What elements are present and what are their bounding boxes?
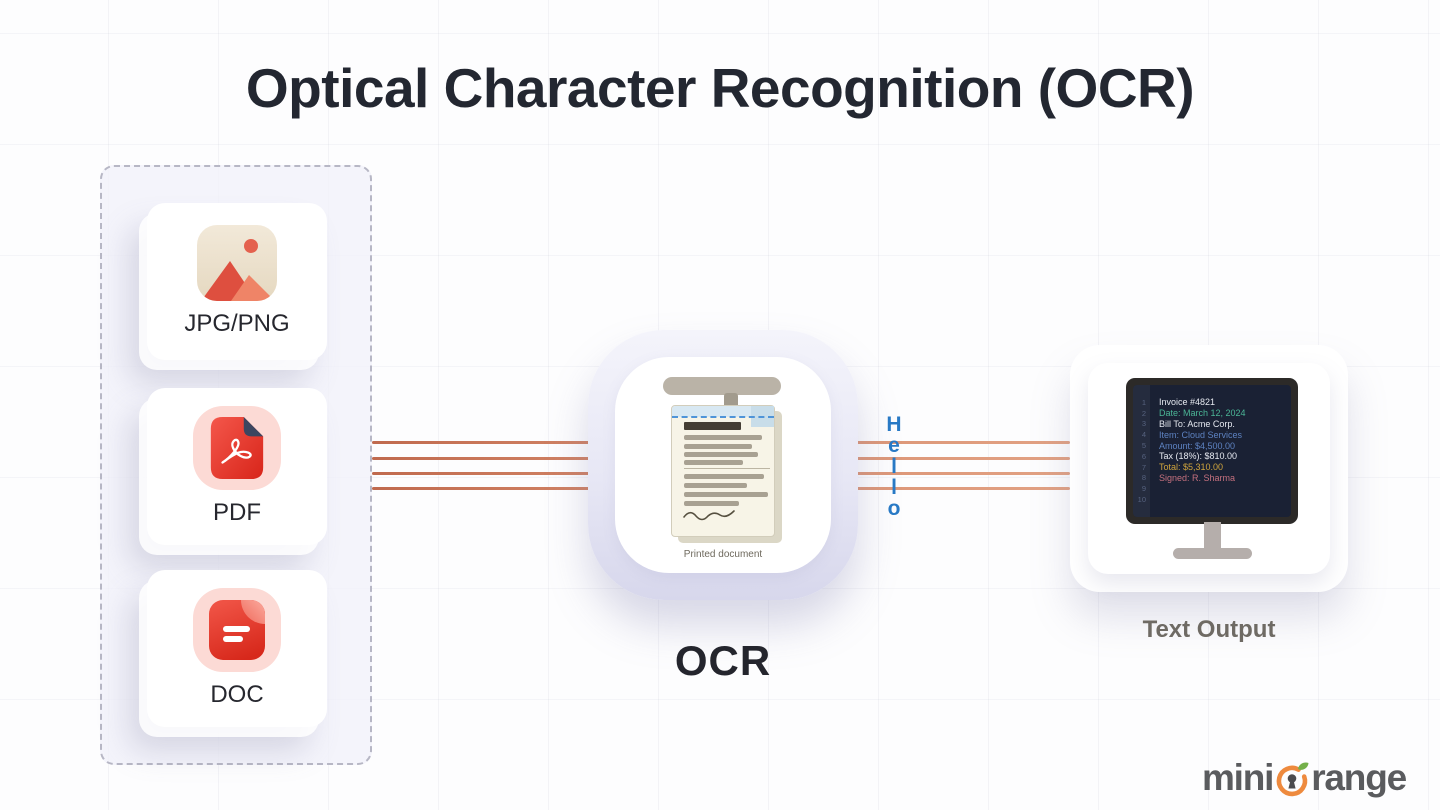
doc-file-icon: [193, 588, 281, 672]
screen-line: 10: [1137, 495, 1146, 505]
screen-line: 9: [1141, 484, 1146, 494]
brand-prefix: mini: [1201, 756, 1274, 798]
ocr-label: OCR: [674, 637, 772, 684]
input-card-jpg-png: JPG/PNG: [147, 203, 327, 360]
monitor-stand-base: [1173, 548, 1252, 559]
brand-suffix: range: [1311, 756, 1407, 798]
image-mountains-glyph: [201, 239, 275, 301]
page-title: Optical Character Recognition (OCR): [245, 57, 1195, 119]
flow-letter: e: [888, 434, 900, 457]
flow-letter: H: [886, 413, 902, 436]
input-card-pdf: PDF: [147, 388, 327, 545]
ocr-node: Printed document: [588, 330, 858, 600]
image-file-icon: [197, 225, 277, 301]
printed-document-caption: Printed document: [683, 549, 763, 560]
miniorange-keyhole-icon: [1276, 762, 1309, 797]
pdf-file-icon: [193, 406, 281, 490]
scanner-clamp-bar: [663, 377, 781, 395]
input-card-label: PDF: [213, 499, 261, 526]
signature-squiggle: [683, 510, 735, 521]
pdf-acrobat-glyph: [210, 417, 264, 479]
printed-document-illustration: Printed document: [615, 357, 831, 573]
flow-letter: o: [887, 497, 901, 520]
input-card-label: JPG/PNG: [184, 310, 290, 337]
doc-fold-corner: [241, 600, 265, 624]
input-card-label: DOC: [210, 681, 264, 708]
miniorange-logo: mini range: [1201, 756, 1407, 798]
monitor-stand-neck: [1204, 522, 1221, 552]
flow-letter: l: [891, 476, 897, 499]
text-output-label: Text Output: [1142, 616, 1276, 643]
doc-glyph: [209, 600, 265, 660]
input-card-doc: DOC: [147, 570, 327, 727]
flow-letter: l: [891, 455, 897, 478]
paper: [671, 405, 775, 537]
line-number-gutter: [1133, 385, 1150, 517]
